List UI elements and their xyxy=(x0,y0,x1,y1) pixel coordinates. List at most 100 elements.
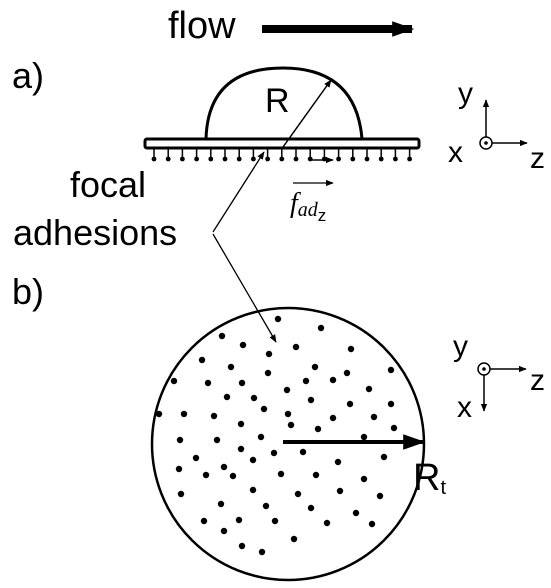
focal-adhesion-dot xyxy=(390,424,398,432)
focal-adhesion-dot xyxy=(307,396,315,404)
focal-adhesion-dot xyxy=(284,410,292,418)
adhesion-pin-tip xyxy=(336,156,341,162)
focal-adhesion-dot xyxy=(329,414,337,422)
focal-adhesion-dot xyxy=(239,341,247,349)
axes-a: y x z xyxy=(448,77,545,175)
focal-adhesion-dot xyxy=(192,454,200,462)
adhesion-pin-tip xyxy=(265,156,270,162)
adhesion-pin-tip xyxy=(208,156,214,162)
focal-adhesion-dot xyxy=(237,420,245,428)
focal-adhesion-dot xyxy=(317,324,325,332)
focal-adhesion-dot xyxy=(360,433,368,441)
panel-b-label: b) xyxy=(12,271,44,312)
focal-adhesion-dot xyxy=(264,369,272,377)
adhesion-pin-tip xyxy=(364,156,370,162)
adhesion-pin-tip xyxy=(165,156,171,162)
focal-adhesion-dot xyxy=(155,410,163,418)
focal-adhesion-dot xyxy=(307,504,315,512)
focal-adhesion-dot xyxy=(387,400,395,408)
focal-adhesion-dot xyxy=(220,527,228,535)
focal-adhesion-dot xyxy=(202,471,210,479)
adhesion-pin-tip xyxy=(307,156,313,162)
axes-b: y z x xyxy=(453,330,545,424)
focal-adhesion-dot xyxy=(235,516,243,524)
adhesion-pin-tip xyxy=(393,156,398,162)
axis-b-y-label: y xyxy=(453,330,468,363)
focal-adhesion-dot xyxy=(287,421,295,429)
focal-adhesion-dot xyxy=(210,412,218,420)
adhesion-pins xyxy=(151,148,412,162)
flow-label: flow xyxy=(168,5,236,47)
focal-adhesion-dot xyxy=(380,453,388,461)
focal-adhesion-dot xyxy=(329,376,337,384)
adhesion-pin-tip xyxy=(407,156,412,162)
axis-b-z-label: z xyxy=(530,364,545,397)
focal-adhesion-dot xyxy=(294,490,302,498)
adhesion-pin-tip xyxy=(350,156,356,162)
focal-adhesion-dot xyxy=(323,519,331,527)
radius-t-label: Rt xyxy=(413,457,446,499)
focal-adhesion-dot xyxy=(271,517,279,525)
annotation-pointer-top xyxy=(212,151,265,233)
force-label: fadz xyxy=(290,188,326,225)
focal-adhesion-dot xyxy=(334,458,342,466)
radius-arrow xyxy=(282,79,332,148)
focal-adhesion-dot xyxy=(368,520,376,528)
focal-adhesion-dot xyxy=(387,366,395,374)
focal-adhesion-dot xyxy=(292,343,300,351)
focal-adhesion-dot xyxy=(336,487,344,495)
focal-adhesion-dot xyxy=(311,363,319,371)
focal-adhesion-dot xyxy=(370,413,378,421)
adhesion-pin-tip xyxy=(378,156,384,162)
panel-a-label: a) xyxy=(12,55,44,96)
focal-adhesion-dot xyxy=(262,502,270,510)
focal-adhesion-dot xyxy=(170,377,178,385)
axis-a-z-label: z xyxy=(530,142,545,175)
focal-adhesion-dot xyxy=(238,379,246,387)
focal-adhesion-dot xyxy=(237,445,245,453)
focal-adhesion-dot xyxy=(343,369,351,377)
focal-adhesion-dot xyxy=(217,500,225,508)
focal-adhesion-dot xyxy=(283,386,291,394)
adhesion-pin-tip xyxy=(151,156,157,162)
focal-adhesion-dot xyxy=(260,405,268,413)
adhesion-pin-tip xyxy=(251,156,256,162)
focal-adhesion-dot xyxy=(198,356,206,364)
focal-adhesion-dot xyxy=(218,332,226,340)
focal-adhesion-dot xyxy=(274,315,282,323)
focal-adhesion-dot xyxy=(249,486,257,494)
focal-adhesion-dot xyxy=(360,475,368,483)
adhesion-pin-tip xyxy=(293,156,299,162)
focal-adhesion-dot xyxy=(249,456,257,464)
focal-adhesion-dot xyxy=(213,436,221,444)
adhesion-pin-tip xyxy=(222,156,228,162)
focal-adhesion-dot xyxy=(227,363,235,371)
focal-adhesion-dot xyxy=(220,463,228,471)
axis-a-x-dot xyxy=(484,141,488,145)
focal-adhesion-dot xyxy=(346,400,354,408)
annotation-adhesions: adhesions xyxy=(13,212,177,253)
annotation-pointer-bottom xyxy=(212,233,277,343)
adhesion-pin-tip xyxy=(194,156,200,162)
focal-adhesion-dot xyxy=(352,509,360,517)
focal-adhesion-dot xyxy=(177,490,185,498)
focal-adhesion-dot xyxy=(176,436,184,444)
focal-adhesion-dot xyxy=(365,385,373,393)
adhesion-pin-tip xyxy=(180,156,185,162)
adhesion-pin-tip xyxy=(279,156,285,162)
focal-adhesion-dot xyxy=(200,517,208,525)
focal-adhesion-dot xyxy=(314,425,322,433)
focal-adhesion-dot xyxy=(270,449,278,457)
focal-adhesion-dot xyxy=(312,471,320,479)
focal-adhesion-dot xyxy=(299,448,307,456)
axis-a-x-label: x xyxy=(448,136,463,169)
annotation-focal: focal xyxy=(70,164,146,205)
focal-adhesion-dot xyxy=(290,535,298,543)
focal-adhesion-dot xyxy=(238,542,246,550)
adhesion-dots xyxy=(155,315,398,556)
focal-adhesion-dot xyxy=(277,470,285,478)
adhesion-pin-tip xyxy=(236,156,242,162)
focal-adhesion-dot xyxy=(204,379,212,387)
focal-adhesion-dot xyxy=(347,345,355,353)
